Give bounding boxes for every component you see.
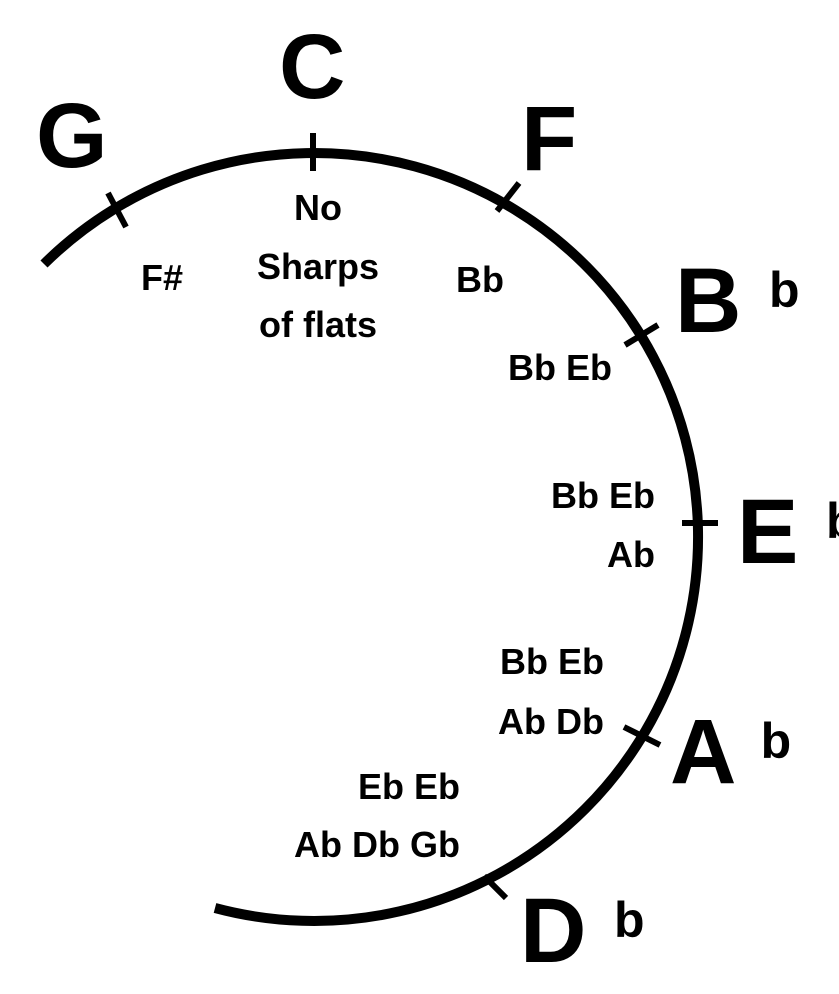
key-letter-bflat: B xyxy=(675,250,741,352)
arc-ticks xyxy=(105,133,718,901)
key-letter-g: G xyxy=(36,85,108,187)
tick-dflat xyxy=(481,873,509,901)
key-label-aflat: A b xyxy=(670,701,791,803)
key-letter-eflat: E xyxy=(737,481,798,583)
key-label-eflat: E b xyxy=(737,481,839,583)
tick-aflat xyxy=(622,724,662,748)
key-letter-aflat: A xyxy=(670,701,735,803)
signature-c-line-1: No xyxy=(294,187,342,228)
key-flat-mark-bflat: b xyxy=(769,262,800,318)
signature-dflat-line-1: Eb Eb xyxy=(358,766,460,807)
key-flat-mark-dflat: b xyxy=(614,892,645,948)
key-flat-mark-eflat: b xyxy=(826,493,839,549)
signature-aflat-line-2: Ab Db xyxy=(498,701,604,742)
circle-arc xyxy=(40,148,704,926)
key-label-g: G xyxy=(36,85,108,187)
tick-g xyxy=(105,191,129,229)
signature-aflat-line-1: Bb Eb xyxy=(500,641,604,682)
signature-g-line-1: F# xyxy=(141,257,183,298)
tick-bflat xyxy=(623,322,660,348)
key-letter-dflat: D xyxy=(520,880,586,982)
key-label-bflat: B b xyxy=(675,250,800,352)
key-label-c: C xyxy=(279,16,345,118)
tick-f xyxy=(494,181,522,213)
signature-f-line-1: Bb xyxy=(456,259,504,300)
signature-dflat-line-2: Ab Db Gb xyxy=(294,824,460,865)
signature-bflat-line-1: Bb Eb xyxy=(508,347,612,388)
key-flat-mark-aflat: b xyxy=(761,713,792,769)
key-signatures: F# No Sharps of flats Bb Bb Eb Bb Eb Ab … xyxy=(141,187,655,865)
key-letter-f: F xyxy=(521,88,577,190)
key-letter-c: C xyxy=(279,16,345,118)
signature-c-line-3: of flats xyxy=(259,304,377,345)
signature-c-line-2: Sharps xyxy=(257,246,379,287)
key-label-dflat: D b xyxy=(520,880,645,982)
key-labels: G C F B b E b A b D b xyxy=(36,16,839,982)
key-label-f: F xyxy=(521,88,577,190)
signature-eflat-line-1: Bb Eb xyxy=(551,475,655,516)
signature-eflat-line-2: Ab xyxy=(607,534,655,575)
